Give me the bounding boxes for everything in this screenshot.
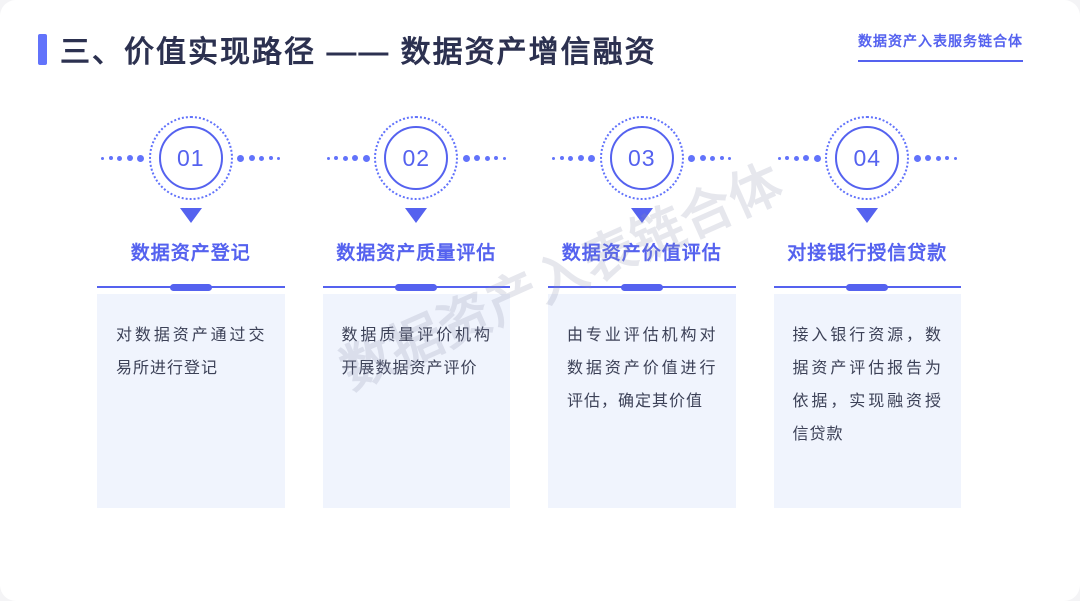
arrow-down-icon: [856, 208, 879, 223]
step-node-row: 03: [548, 116, 736, 200]
step-number: 04: [835, 126, 900, 190]
dots-right-icon: [684, 154, 736, 162]
step-number-circle: 03: [599, 116, 684, 200]
dots-left-icon: [97, 154, 149, 162]
step-description-card: 对数据资产通过交易所进行登记: [97, 294, 285, 508]
step-divider: [97, 284, 285, 291]
step-divider: [548, 284, 736, 291]
title-bar: 三、价值实现路径 —— 数据资产增信融资: [38, 27, 657, 71]
step-column-4: 04 对接银行授信贷款 接入银行资源，数据资产评估报告为依据，实现融资授信贷款: [773, 116, 962, 508]
step-number: 01: [158, 126, 223, 190]
corner-badge: 数据资产入表服务链合体: [858, 31, 1023, 62]
step-divider: [773, 284, 961, 291]
step-number-circle: 02: [374, 116, 459, 200]
dots-right-icon: [233, 154, 285, 162]
step-divider: [322, 284, 510, 291]
step-title: 数据资产登记: [130, 243, 251, 264]
step-column-1: 01 数据资产登记 对数据资产通过交易所进行登记: [97, 116, 285, 508]
page-title: 三、价值实现路径 —— 数据资产增信融资: [60, 36, 657, 69]
process-steps: 01 数据资产登记 对数据资产通过交易所进行登记 02: [97, 116, 961, 508]
dots-right-icon: [909, 154, 961, 162]
step-number: 03: [609, 126, 674, 190]
title-accent-bar-icon: [38, 33, 47, 65]
step-node-row: 04: [774, 116, 962, 200]
arrow-down-icon: [630, 208, 653, 223]
step-title: 对接银行授信贷款: [787, 243, 948, 264]
step-title: 数据资产质量评估: [336, 243, 497, 264]
dots-left-icon: [323, 154, 375, 162]
step-description-card: 接入银行资源，数据资产评估报告为依据，实现融资授信贷款: [773, 294, 961, 508]
step-description-card: 数据质量评价机构开展数据资产评价: [322, 294, 510, 508]
dots-right-icon: [458, 154, 510, 162]
step-number-circle: 01: [148, 116, 233, 200]
step-column-2: 02 数据资产质量评估 数据质量评价机构开展数据资产评价: [322, 116, 511, 508]
dots-left-icon: [774, 154, 826, 162]
step-column-3: 03 数据资产价值评估 由专业评估机构对数据资产价值进行评估，确定其价值: [548, 116, 736, 508]
arrow-down-icon: [179, 208, 202, 223]
step-title: 数据资产价值评估: [561, 243, 722, 264]
step-node-row: 01: [97, 116, 285, 200]
step-node-row: 02: [323, 116, 511, 200]
dots-left-icon: [548, 154, 600, 162]
arrow-down-icon: [405, 208, 428, 223]
step-number-circle: 04: [825, 116, 910, 200]
step-description-card: 由专业评估机构对数据资产价值进行评估，确定其价值: [548, 294, 736, 508]
step-number: 02: [384, 126, 449, 190]
